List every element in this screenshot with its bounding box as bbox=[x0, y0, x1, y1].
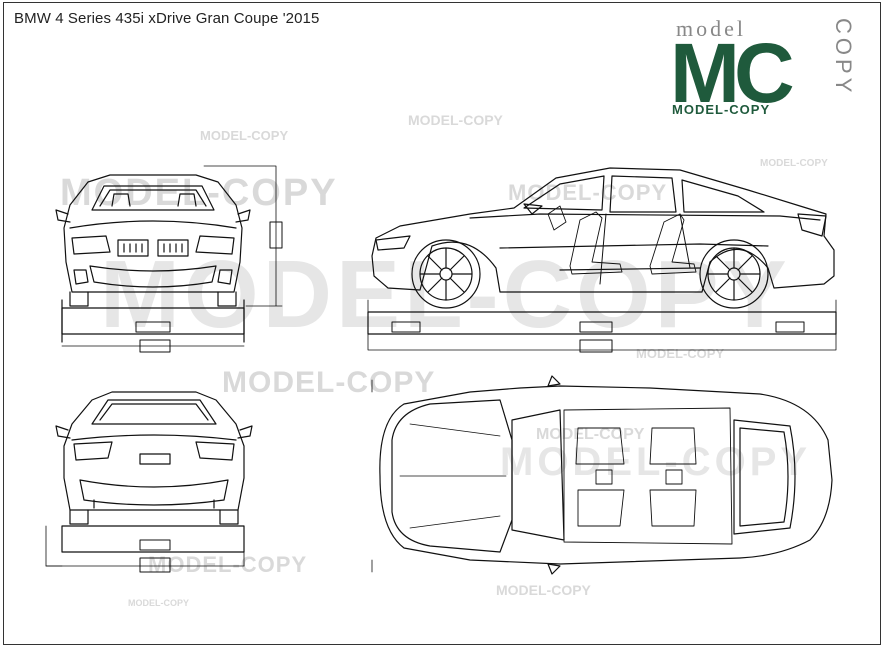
logo-top-word: model bbox=[676, 16, 746, 41]
side-view bbox=[367, 167, 837, 353]
front-view bbox=[55, 165, 283, 353]
page-title: BMW 4 Series 435i xDrive Gran Coupe '201… bbox=[14, 10, 320, 27]
top-view bbox=[371, 375, 833, 575]
logo-side-word: COPY bbox=[831, 18, 856, 96]
blueprint-sheet bbox=[3, 2, 881, 645]
logo-bottom-word: MODEL-COPY bbox=[672, 102, 770, 117]
logo-letters: MC bbox=[670, 26, 793, 118]
rear-view bbox=[45, 391, 253, 573]
model-copy-logo: model MC COPY MODEL-COPY bbox=[668, 14, 868, 120]
